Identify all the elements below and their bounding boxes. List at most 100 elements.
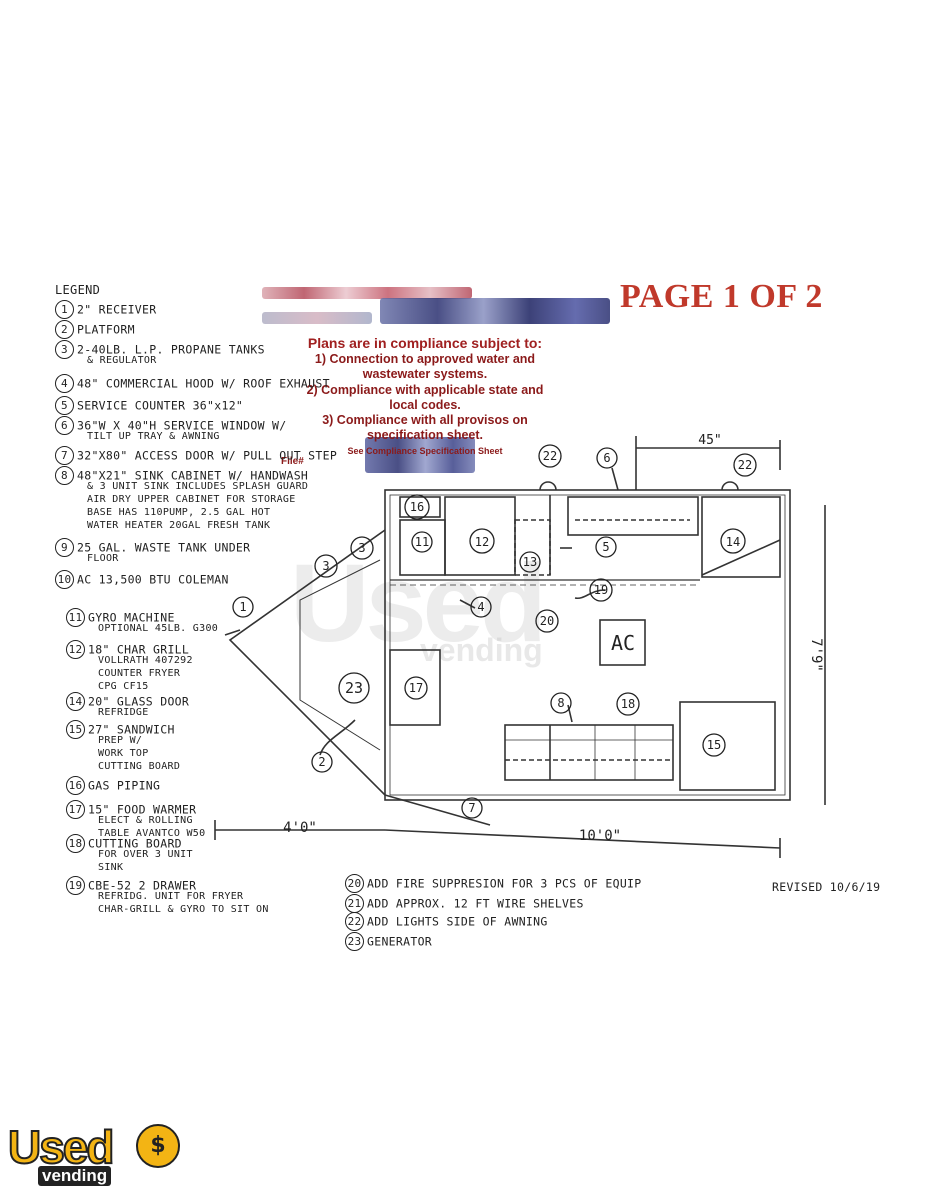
legend-text: CBE-52 2 DRAWER: [88, 878, 197, 893]
plan-label-14: 14: [726, 535, 740, 549]
legend-text: SERVICE COUNTER 36"x12": [77, 398, 244, 413]
plan-number-circles: [232, 444, 757, 819]
trailer-outline: [384, 489, 791, 801]
watermark-main: Used: [290, 542, 547, 665]
legend-number: 14: [66, 692, 85, 711]
plan-label-11: 11: [415, 535, 429, 549]
legend-subtext: ELECT & ROLLING: [98, 815, 193, 826]
legend-subtext: REFRIDG. UNIT FOR FRYER: [98, 891, 244, 902]
plan-label-8: 8: [557, 696, 564, 710]
plan-label-23: 23: [345, 679, 363, 697]
legend-text: ADD FIRE SUPPRESION FOR 3 PCS OF EQUIP: [367, 876, 642, 891]
legend-text: 15" FOOD WARMER: [88, 802, 197, 817]
stamp-file: File#: [281, 456, 304, 467]
legend-number: 1: [55, 300, 74, 319]
legend-text: 36"W X 40"H SERVICE WINDOW W/: [77, 418, 287, 433]
dimension-4ft: 4'0": [283, 820, 317, 836]
legend-subtext: PREP W/: [98, 735, 143, 746]
legend-number: 5: [55, 396, 74, 415]
plan-label-3: 3: [358, 541, 365, 555]
stamp-line: 1) Connection to approved water and: [314, 352, 536, 366]
plan-label-5: 5: [602, 540, 609, 554]
stamp-line: 3) Compliance with all provisos on: [322, 413, 528, 427]
legend-number: 9: [55, 538, 74, 557]
legend-number: 23: [345, 932, 364, 951]
plan-label-13: 13: [523, 555, 537, 569]
legend-number: 2: [55, 320, 74, 339]
stamp-line: specification sheet.: [366, 428, 483, 442]
legend-title: LEGEND: [55, 283, 101, 297]
page-title: PAGE 1 OF 2: [620, 278, 823, 315]
legend-text: ADD APPROX. 12 FT WIRE SHELVES: [367, 896, 584, 911]
legend-subtext: OPTIONAL 45LB. G300: [98, 623, 219, 634]
legend-subtext: WATER HEATER 20GAL FRESH TANK: [87, 520, 271, 531]
legend-subtext: CUTTING BOARD: [98, 761, 181, 772]
revised-date: REVISED 10/6/19: [772, 880, 881, 894]
legend-subtext: & REGULATOR: [87, 355, 157, 366]
dimension-10ft: 10'0": [579, 828, 621, 844]
plan-label-6: 6: [603, 451, 610, 465]
legend-number: 20: [345, 874, 364, 893]
plan-label-20: 20: [540, 614, 554, 628]
plan-label-15: 15: [707, 738, 721, 752]
plan-label-19: 19: [594, 583, 608, 597]
legend-number: 6: [55, 416, 74, 435]
stamp-see: See Compliance Specification Sheet: [347, 446, 503, 456]
legend-text: 27" SANDWICH: [88, 722, 175, 737]
dimension-7ft9: 7'9": [808, 638, 824, 672]
legend-number: 4: [55, 374, 74, 393]
legend-number: 16: [66, 776, 85, 795]
legend-number: 15: [66, 720, 85, 739]
ac-box: [599, 619, 646, 666]
logo-text: Used: [7, 1120, 116, 1174]
dimension-45: 45": [698, 433, 721, 448]
tongue-outline: [228, 529, 386, 796]
legend-text: ADD LIGHTS SIDE OF AWNING: [367, 914, 548, 929]
logo-subtext: vending: [38, 1166, 112, 1186]
service-window-box: [567, 496, 699, 536]
legend-number: 3: [55, 340, 74, 359]
plan-label-22: 22: [543, 449, 557, 463]
legend-subtext: REFRIDGE: [98, 707, 149, 718]
legend-subtext: WORK TOP: [98, 748, 149, 759]
legend-text: 2-40LB. L.P. PROPANE TANKS: [77, 342, 265, 357]
plan-label-ac: AC: [611, 631, 635, 655]
legend-number: 10: [55, 570, 74, 589]
legend-text: GAS PIPING: [88, 778, 161, 793]
stamp-line: 2) Compliance with applicable state and: [306, 383, 544, 397]
legend-number: 12: [66, 640, 85, 659]
plan-label-4: 4: [477, 600, 484, 614]
plan-label-17: 17: [409, 681, 423, 695]
legend-subtext: & 3 UNIT SINK INCLUDES SPLASH GUARD: [87, 481, 309, 492]
plan-label-18: 18: [621, 697, 635, 711]
legend-subtext: VOLLRATH 407292: [98, 655, 193, 666]
legend-text: PLATFORM: [77, 322, 135, 337]
coin-icon: $: [136, 1124, 180, 1168]
stamp-line: local codes.: [389, 398, 461, 412]
legend-subtext: AIR DRY UPPER CABINET FOR STORAGE: [87, 494, 296, 505]
legend-text: 20" GLASS DOOR: [88, 694, 190, 709]
legend-number: 18: [66, 834, 85, 853]
legend-text: 32"X80" ACCESS DOOR W/ PULL OUT STEP: [77, 448, 338, 463]
legend-number: 11: [66, 608, 85, 627]
